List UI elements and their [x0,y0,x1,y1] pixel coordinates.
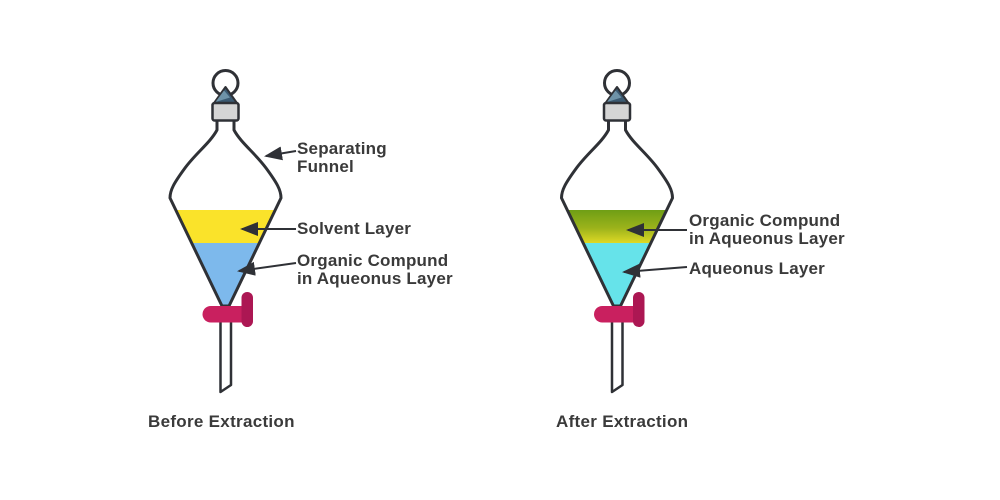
label-solvent-layer: Solvent Layer [297,220,411,238]
stem [610,306,624,394]
caption-before-extraction: Before Extraction [148,412,295,431]
solvent-layer [170,210,281,243]
stopper-cap [602,101,632,122]
label-line: Funnel [297,157,354,176]
caption-after-extraction: After Extraction [556,412,689,431]
arrow-aqueous-after [622,263,688,278]
aqueous-layer-before [170,243,281,306]
stopcock-plug [633,292,645,327]
stopcock-handle [202,306,250,323]
label-organic-after: Organic Compund in Aqueonus Layer [689,212,845,248]
label-line: Aqueonus Layer [689,259,825,278]
stopper-cap [211,101,240,122]
label-line: in Aqueonus Layer [297,269,453,288]
organic-layer-after [561,210,673,243]
stopcock-handle [594,306,641,323]
aqueous-layer-after [561,243,673,306]
stopper-highlight [607,90,622,102]
label-line: Separating [297,139,387,158]
stopcock-plug [241,292,253,327]
label-line: in Aqueonus Layer [689,229,845,248]
label-line: Organic Compund [297,251,449,270]
label-organic-before: Organic Compund in Aqueonus Layer [297,252,453,288]
label-separating-funnel: Separating Funnel [297,140,387,176]
label-line: Solvent Layer [297,219,412,238]
funnel-before [168,69,283,394]
funnel-after [560,69,674,394]
arrow-separating-funnel [264,146,297,161]
stopper-highlight [215,90,230,102]
label-line: Organic Compund [689,211,841,230]
arrow-organic-before [237,261,297,276]
label-aqueous-after: Aqueonus Layer [689,260,825,278]
stem [219,306,233,394]
